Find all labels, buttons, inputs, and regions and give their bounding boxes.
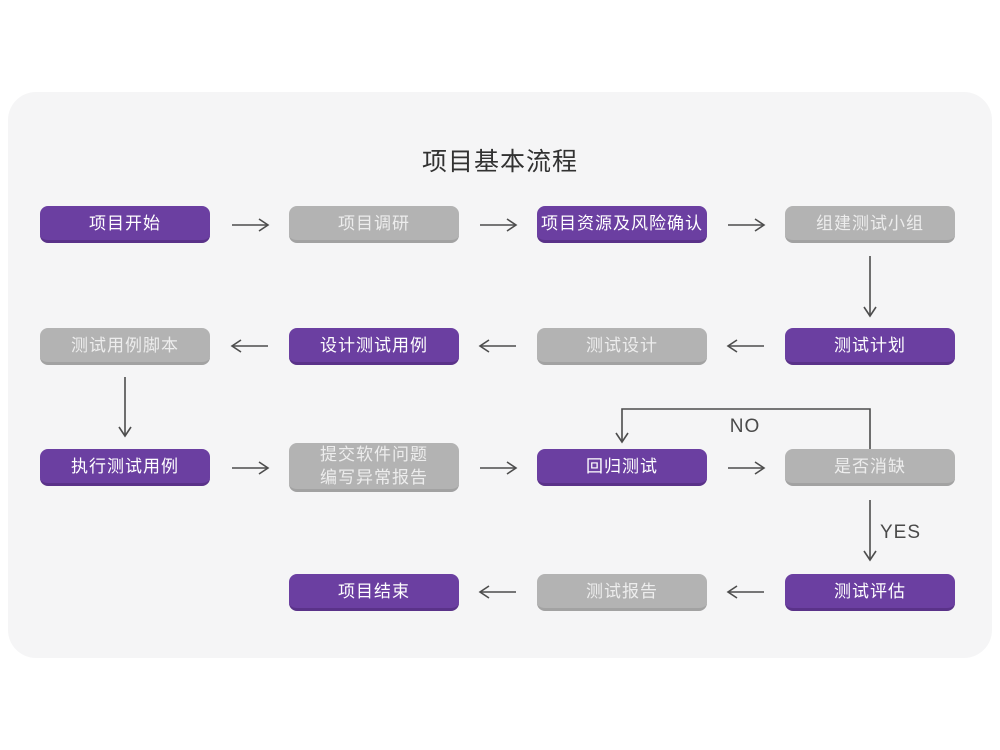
flow-node-project-research: 项目调研 — [289, 206, 459, 243]
flow-node-build-test-team: 组建测试小组 — [785, 206, 955, 243]
flow-node-label: 执行测试用例 — [71, 456, 179, 476]
no-label: NO — [729, 416, 761, 437]
flow-node-execute-test-cases: 执行测试用例 — [40, 449, 210, 486]
flow-node-defect-resolved: 是否消缺 — [785, 449, 955, 486]
flow-node-label: 测试设计 — [586, 335, 658, 355]
flow-node-label: 项目资源及风险确认 — [541, 213, 703, 233]
flow-node-resource-risk-confirmation: 项目资源及风险确认 — [537, 206, 707, 243]
flow-node-label: 项目调研 — [338, 213, 410, 233]
flow-node-test-evaluation: 测试评估 — [785, 574, 955, 611]
flow-node-label: 是否消缺 — [834, 456, 906, 476]
flow-node-label: 回归测试 — [586, 456, 658, 476]
flowchart-title: 项目基本流程 — [421, 148, 578, 176]
flow-node-label: 组建测试小组 — [816, 213, 924, 233]
flow-node-project-end: 项目结束 — [289, 574, 459, 611]
flow-node-test-design: 测试设计 — [537, 328, 707, 365]
flow-node-label: 测试评估 — [834, 581, 906, 601]
flow-node-label: 项目结束 — [338, 581, 410, 601]
flow-node-label: 提交软件问题 — [320, 445, 428, 464]
flow-node-label: 项目开始 — [89, 213, 161, 233]
flow-node-submit-issue-report: 提交软件问题编写异常报告 — [289, 443, 459, 492]
flow-node-label: 测试计划 — [834, 335, 906, 355]
flow-node-label: 测试报告 — [586, 581, 658, 601]
flow-node-regression-test: 回归测试 — [537, 449, 707, 486]
flowchart-card — [8, 92, 992, 658]
flow-node-label: 编写异常报告 — [320, 468, 428, 487]
flow-node-label: 测试用例脚本 — [71, 335, 179, 355]
flow-node-project-start: 项目开始 — [40, 206, 210, 243]
flow-node-test-plan: 测试计划 — [785, 328, 955, 365]
flow-node-design-test-cases: 设计测试用例 — [289, 328, 459, 365]
flow-node-test-report: 测试报告 — [537, 574, 707, 611]
flow-node-label: 设计测试用例 — [320, 335, 428, 355]
flow-node-test-case-script: 测试用例脚本 — [40, 328, 210, 365]
yes-label: YES — [880, 522, 922, 543]
